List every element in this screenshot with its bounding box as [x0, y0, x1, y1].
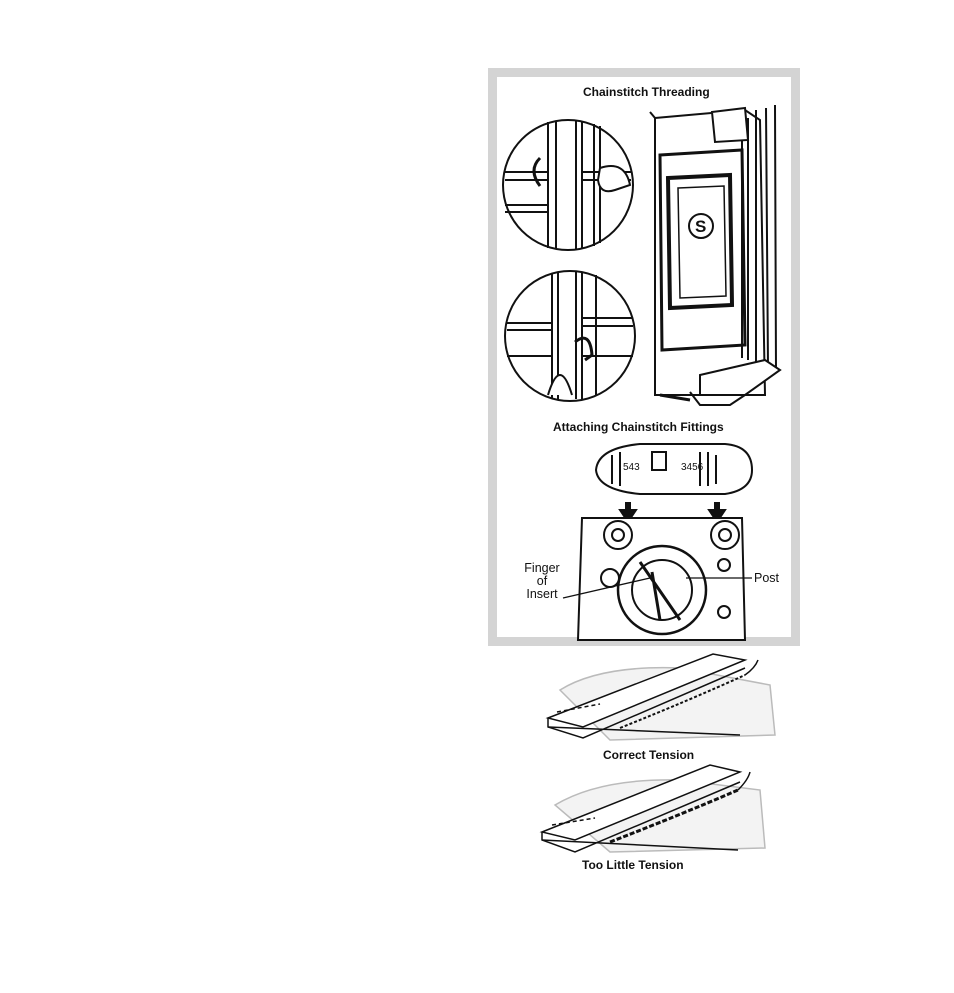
caption-too-little-tension: Too Little Tension [582, 858, 684, 872]
